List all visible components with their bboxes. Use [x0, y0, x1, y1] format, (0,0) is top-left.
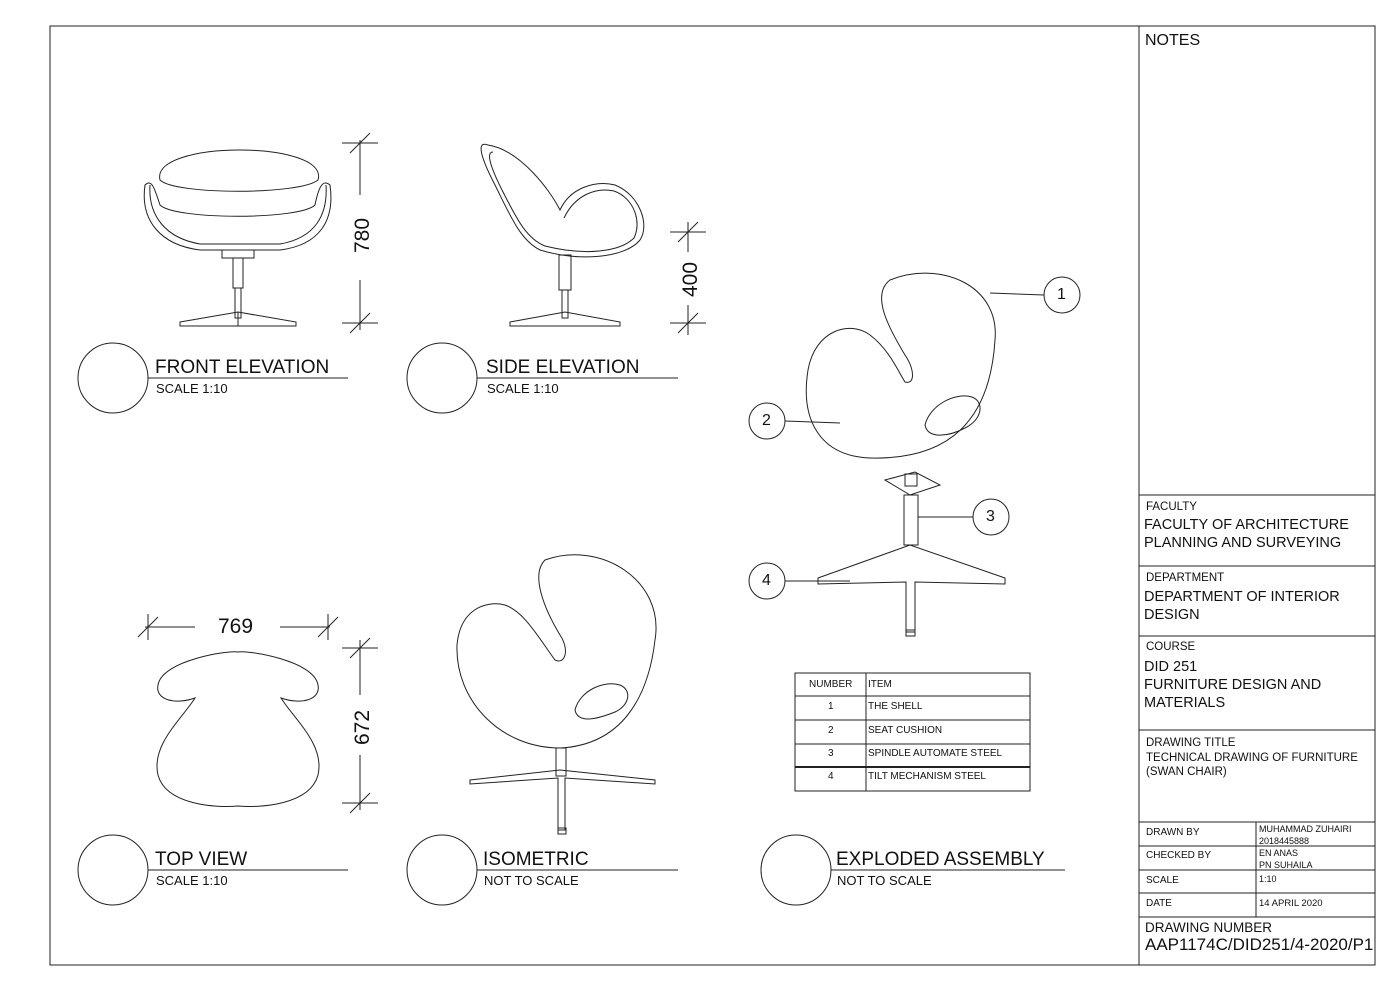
- front-height-dimension: [342, 132, 378, 334]
- scale-value: 1:10: [1259, 874, 1277, 884]
- drawn-by-name: MUHAMMAD ZUHAIRI: [1259, 824, 1352, 834]
- table-row-item: TILT MECHANISM STEEL: [868, 771, 986, 782]
- drawing-title-value: TECHNICAL DRAWING OF FURNITURE (SWAN CHA…: [1146, 752, 1358, 778]
- date-label: DATE: [1146, 898, 1172, 909]
- faculty-value: FACULTY OF ARCHITECTURE PLANNING AND SUR…: [1144, 517, 1349, 551]
- top-depth-dimension: [342, 637, 378, 814]
- view-scale-exploded: NOT TO SCALE: [837, 873, 932, 888]
- table-row-item: THE SHELL: [868, 701, 923, 712]
- table-header-number: NUMBER: [809, 679, 853, 690]
- table-row-number: 1: [828, 701, 834, 712]
- table-header-item: ITEM: [868, 679, 892, 690]
- table-row-item: SEAT CUSHION: [868, 725, 943, 736]
- dimension-top-depth: 672: [351, 709, 375, 746]
- exploded-spindle-base: [817, 494, 1006, 637]
- drawn-by-label: DRAWN BY: [1146, 827, 1200, 838]
- drawing-number-label: DRAWING NUMBER: [1145, 920, 1272, 935]
- view-title-side: SIDE ELEVATION: [486, 357, 640, 378]
- view-scale-isometric: NOT TO SCALE: [484, 873, 579, 888]
- table-row-item: SPINDLE AUTOMATE STEEL: [868, 748, 1003, 759]
- checked-by-2: PN SUHAILA: [1259, 860, 1313, 870]
- view-title-front: FRONT ELEVATION: [155, 357, 330, 378]
- faculty-label: FACULTY: [1146, 501, 1197, 513]
- exploded-shell: [805, 272, 996, 459]
- course-code: DID 251: [1144, 659, 1198, 675]
- callout-leaders: [784, 292, 1045, 582]
- view-scale-side: SCALE 1:10: [487, 381, 559, 396]
- callout-2: 2: [762, 412, 771, 429]
- checked-by-label: CHECKED BY: [1146, 850, 1212, 861]
- parts-table-grid: [794, 672, 1031, 792]
- drawing-number-value: AAP1174C/DID251/4-2020/P1: [1145, 935, 1374, 954]
- dimension-top-width: 769: [218, 615, 254, 638]
- view-title-exploded: EXPLODED ASSEMBLY: [836, 849, 1045, 870]
- view-scale-top: SCALE 1:10: [156, 873, 228, 888]
- view-title-isometric: ISOMETRIC: [483, 849, 589, 870]
- callout-circles: [748, 276, 1081, 600]
- course-name: FURNITURE DESIGN AND MATERIALS: [1144, 677, 1322, 711]
- checked-by-1: EN ANAS: [1259, 848, 1299, 858]
- view-label-markers: [77, 342, 1065, 906]
- drawing-title-label: DRAWING TITLE: [1146, 737, 1236, 749]
- top-view-chair: [156, 651, 320, 807]
- table-row-number: 3: [828, 748, 834, 759]
- side-height-dimension: [670, 221, 706, 335]
- callout-3: 3: [986, 508, 995, 525]
- department-value: DEPARTMENT OF INTERIOR DESIGN: [1144, 589, 1340, 623]
- notes-heading: NOTES: [1145, 32, 1201, 49]
- table-row-number: 4: [828, 771, 834, 782]
- isometric-chair: [456, 554, 657, 835]
- callout-1: 1: [1057, 286, 1066, 303]
- exploded-plate: [883, 471, 942, 496]
- callout-4: 4: [762, 572, 771, 589]
- dimension-front-height: 780: [351, 217, 375, 254]
- title-block-lines: [1139, 494, 1375, 918]
- view-title-top: TOP VIEW: [155, 849, 248, 870]
- top-width-dimension: [137, 614, 339, 640]
- scale-label: SCALE: [1146, 875, 1179, 886]
- side-elevation-chair: [480, 143, 645, 327]
- front-elevation-chair: [143, 149, 332, 327]
- dimension-side-height: 400: [679, 261, 703, 298]
- department-label: DEPARTMENT: [1146, 572, 1225, 584]
- course-label: COURSE: [1146, 641, 1196, 653]
- date-value: 14 APRIL 2020: [1259, 898, 1323, 909]
- table-row-number: 2: [828, 725, 834, 736]
- drawn-by-id: 2018445888: [1259, 836, 1310, 846]
- view-scale-front: SCALE 1:10: [156, 381, 228, 396]
